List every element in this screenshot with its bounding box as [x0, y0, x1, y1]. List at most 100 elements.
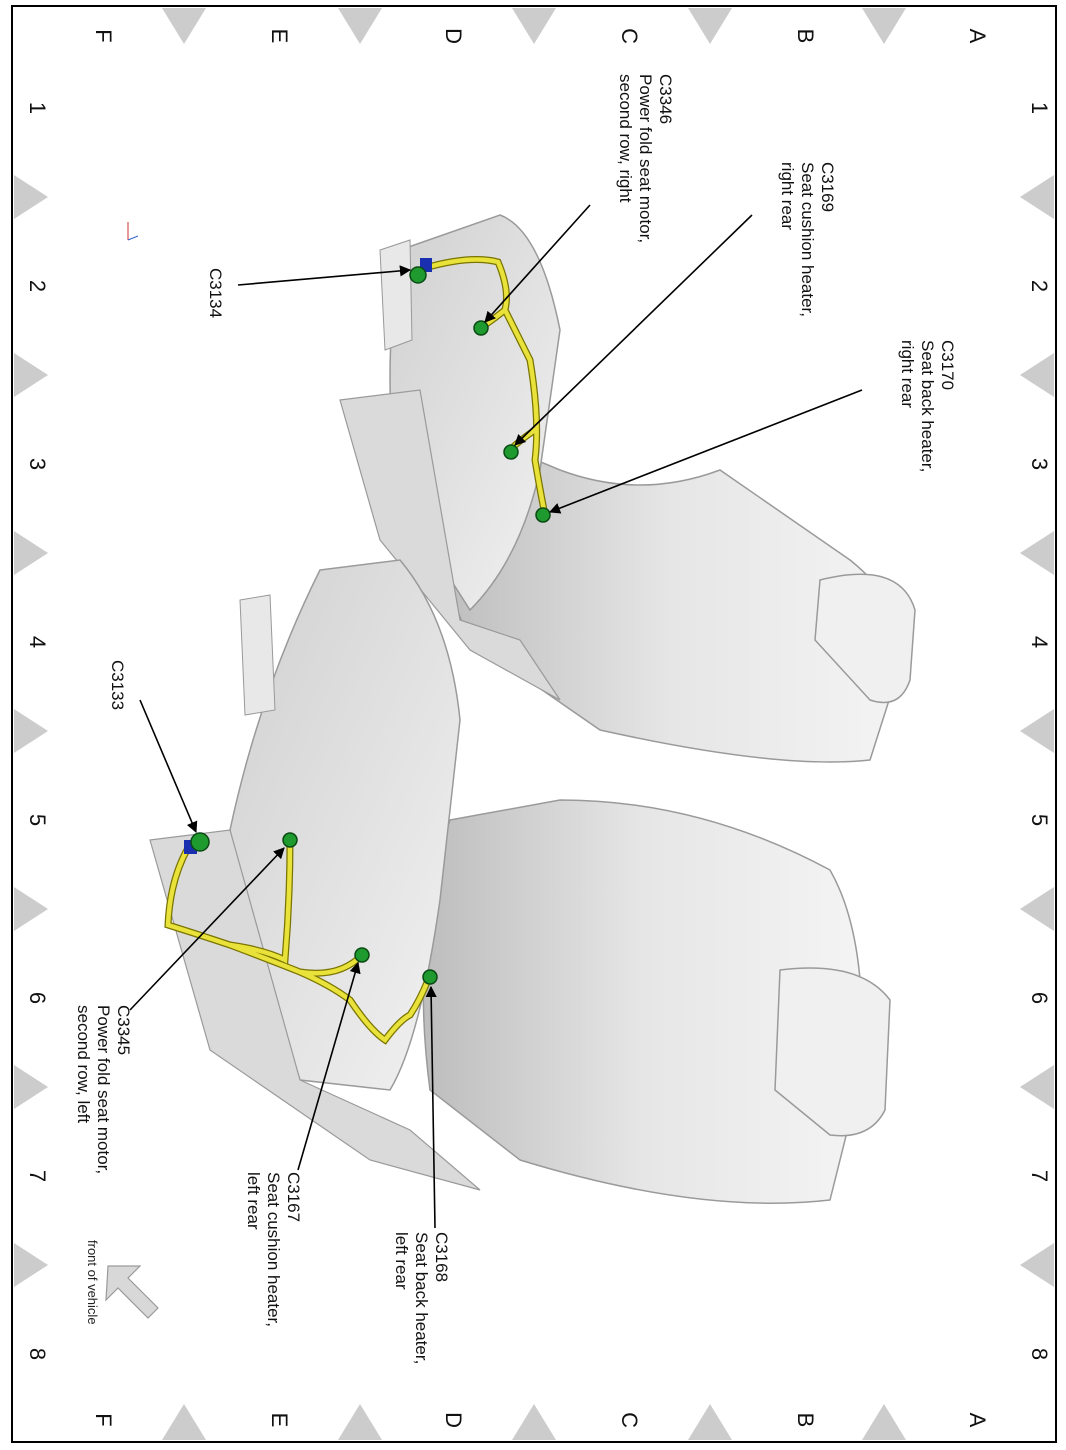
arrow-c3346 [484, 204, 591, 323]
grid-number-left-7: 7 [25, 1170, 50, 1182]
arrow-c3170 [548, 389, 863, 514]
arrow-c3133 [139, 699, 198, 834]
grid-number-right-7: 7 [1027, 1170, 1052, 1182]
edge-triangle-top-5 [162, 8, 206, 44]
grid-letter-top-f: F [91, 29, 116, 42]
front-of-vehicle-indicator: front of vehicle [85, 1240, 159, 1325]
edge-triangle-bottom-3 [512, 1404, 556, 1440]
left-seat-bracket [239, 594, 276, 716]
connectors [184, 258, 551, 985]
connector-c3167 [354, 947, 370, 963]
connector-c3134 [409, 266, 427, 284]
label-c3345-line-3: second row, left [74, 1005, 93, 1123]
edge-triangle-top-2 [688, 8, 732, 44]
right-seat-armrest [814, 573, 916, 704]
leader-arrows [129, 204, 863, 1229]
connector-c3170 [535, 507, 551, 523]
arrow-c3167 [297, 961, 361, 1171]
label-c3168-line-1: C3168 [432, 1232, 451, 1282]
grid-letter-top-d: D [441, 28, 466, 44]
right-seat-base [339, 389, 561, 701]
connector-c3169 [503, 444, 519, 460]
callout-labels: C3346 Power fold seat motor, second row,… [74, 74, 957, 1364]
label-c3346-line-2: Power fold seat motor, [636, 74, 655, 243]
connector-c3168 [422, 969, 438, 985]
connector-c3345 [282, 832, 298, 848]
grid-letter-bottom-f: F [91, 1413, 116, 1426]
label-c3168-line-3: left rear [392, 1232, 411, 1290]
grid-number-right-4: 4 [1027, 636, 1052, 648]
grid-letter-top-a: A [965, 29, 990, 44]
grid-number-right-5: 5 [1027, 814, 1052, 826]
edge-triangle-left-6 [14, 1065, 48, 1109]
grid-letter-bottom-e: E [267, 1413, 292, 1428]
label-c3169: C3169 Seat cushion heater, right rear [778, 162, 837, 317]
grid-number-left-5: 5 [25, 814, 50, 826]
label-c3167-line-3: left rear [244, 1172, 263, 1230]
grid-letter-bottom-a: A [965, 1413, 990, 1428]
grid-letter-top-e: E [267, 29, 292, 44]
axis-glyph-icon [127, 222, 139, 241]
edge-triangle-right-2 [1020, 353, 1054, 397]
arrow-c3345 [129, 847, 285, 1011]
right-seat-bracket [379, 239, 413, 351]
label-c3170-line-1: C3170 [938, 340, 957, 390]
grid-number-left-8: 8 [25, 1348, 50, 1360]
edge-grid-triangles [14, 8, 1054, 1440]
edge-triangle-bottom-2 [688, 1404, 732, 1440]
edge-triangle-bottom-4 [338, 1404, 382, 1440]
arrow-c3134 [237, 265, 412, 286]
left-seat-armrest [774, 967, 891, 1137]
arrow-c3168 [425, 985, 437, 1229]
label-c3167-line-1: C3167 [284, 1172, 303, 1222]
edge-triangle-left-7 [14, 1243, 48, 1287]
arrow-c3169 [514, 214, 753, 446]
grid-number-left-1: 1 [25, 102, 50, 114]
edge-triangle-right-1 [1020, 175, 1054, 219]
label-c3345-line-2: Power fold seat motor, [94, 1005, 113, 1174]
grid-letter-bottom-c: C [617, 1412, 642, 1428]
left-rear-seat [149, 559, 891, 1204]
grid-letter-bottom-d: D [441, 1412, 466, 1428]
grid-labels: A B C D E F A B C D E F 1 2 3 4 5 6 7 8 … [25, 28, 1052, 1428]
edge-triangle-top-1 [862, 8, 906, 44]
label-c3345: C3345 Power fold seat motor, second row,… [74, 1005, 133, 1174]
label-c3346: C3346 Power fold seat motor, second row,… [616, 74, 675, 243]
connector-c3346 [473, 320, 489, 336]
label-c3133: C3133 [108, 660, 127, 710]
grid-number-left-4: 4 [25, 636, 50, 648]
edge-triangle-left-2 [14, 353, 48, 397]
edge-triangle-right-3 [1020, 531, 1054, 575]
label-c3168-line-2: Seat back heater, [412, 1232, 431, 1364]
label-c3345-line-1: C3345 [114, 1005, 133, 1055]
label-c3167: C3167 Seat cushion heater, left rear [244, 1172, 303, 1327]
label-c3133-line-1: C3133 [108, 660, 127, 710]
left-seat-cushion [422, 799, 863, 1204]
edge-triangle-top-3 [512, 8, 556, 44]
edge-triangle-right-5 [1020, 887, 1054, 931]
grid-number-right-1: 1 [1027, 102, 1052, 114]
grid-number-right-8: 8 [1027, 1348, 1052, 1360]
front-of-vehicle-label: front of vehicle [85, 1240, 100, 1325]
edge-triangle-left-3 [14, 531, 48, 575]
front-arrow-icon [105, 1265, 159, 1319]
label-c3170-line-3: right rear [898, 340, 917, 408]
edge-triangle-right-7 [1020, 1243, 1054, 1287]
label-c3134-line-1: C3134 [206, 268, 225, 318]
edge-triangle-bottom-5 [162, 1404, 206, 1440]
label-c3169-line-1: C3169 [818, 162, 837, 212]
edge-triangle-left-1 [14, 175, 48, 219]
label-c3169-line-2: Seat cushion heater, [798, 162, 817, 317]
edge-triangle-left-5 [14, 887, 48, 931]
grid-number-right-3: 3 [1027, 458, 1052, 470]
grid-number-left-6: 6 [25, 992, 50, 1004]
label-c3346-line-3: second row, right [616, 74, 635, 203]
label-c3170-line-2: Seat back heater, [918, 340, 937, 472]
grid-number-left-3: 3 [25, 458, 50, 470]
grid-number-right-2: 2 [1027, 280, 1052, 292]
grid-letter-top-c: C [617, 28, 642, 44]
left-seat-base [149, 829, 481, 1191]
label-c3168: C3168 Seat back heater, left rear [392, 1232, 451, 1364]
